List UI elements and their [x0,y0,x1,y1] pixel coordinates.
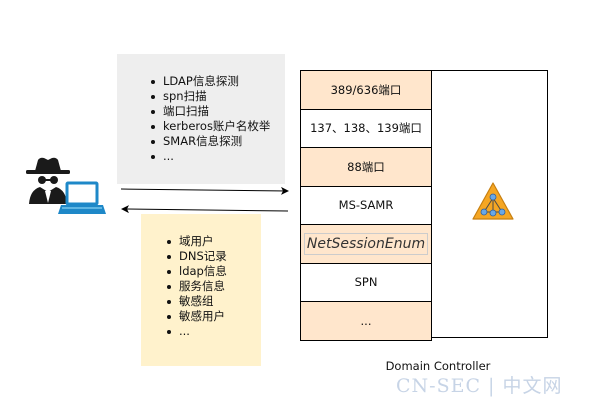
request-arrow [120,186,289,195]
dc-row-spn: SPN [300,262,432,302]
recon-item: LDAP信息探测 [151,74,270,89]
netsessionenum-label: NetSessionEnum [303,232,429,255]
recon-techniques-box: LDAP信息探测 spn扫描 端口扫描 kerberos账户名枚举 SMAR信息… [117,54,285,184]
dc-row-ms-samr: MS-SAMR [300,185,432,225]
recon-item: ... [151,149,270,164]
recon-item: spn扫描 [151,89,270,104]
result-item: ... [167,324,227,339]
laptop-icon [58,181,106,214]
dc-row-netsessionenum: NetSessionEnum [300,224,432,264]
gathered-info-list: 域用户 DNS记录 ldap信息 服务信息 敏感组 敏感用户 ... [167,234,227,339]
dc-row-netbios-ports: 137、138、139端口 [300,108,432,148]
result-item: 敏感用户 [167,309,227,324]
result-item: 域用户 [167,234,227,249]
gathered-info-box: 域用户 DNS记录 ldap信息 服务信息 敏感组 敏感用户 ... [141,214,261,366]
result-item: 敏感组 [167,294,227,309]
hacker-spy-icon [26,157,70,204]
recon-item: 端口扫描 [151,104,270,119]
domain-controller-label: Domain Controller [385,359,491,373]
dc-row-ldap-port: 389/636端口 [300,70,432,110]
result-item: 服务信息 [167,279,227,294]
result-item: DNS记录 [167,249,227,264]
watermark: CN-SEC | 中文网 [396,375,563,397]
recon-item: SMAR信息探测 [151,134,270,149]
response-arrow [121,205,289,214]
active-directory-triangle-icon [472,182,514,220]
recon-item: kerberos账户名枚举 [151,119,270,134]
dc-row-kerberos-port: 88端口 [300,147,432,187]
recon-techniques-list: LDAP信息探测 spn扫描 端口扫描 kerberos账户名枚举 SMAR信息… [151,74,270,164]
dc-row-more: ... [300,301,432,341]
domain-controller-stack: 389/636端口 137、138、139端口 88端口 MS-SAMR Net… [300,70,432,341]
result-item: ldap信息 [167,264,227,279]
